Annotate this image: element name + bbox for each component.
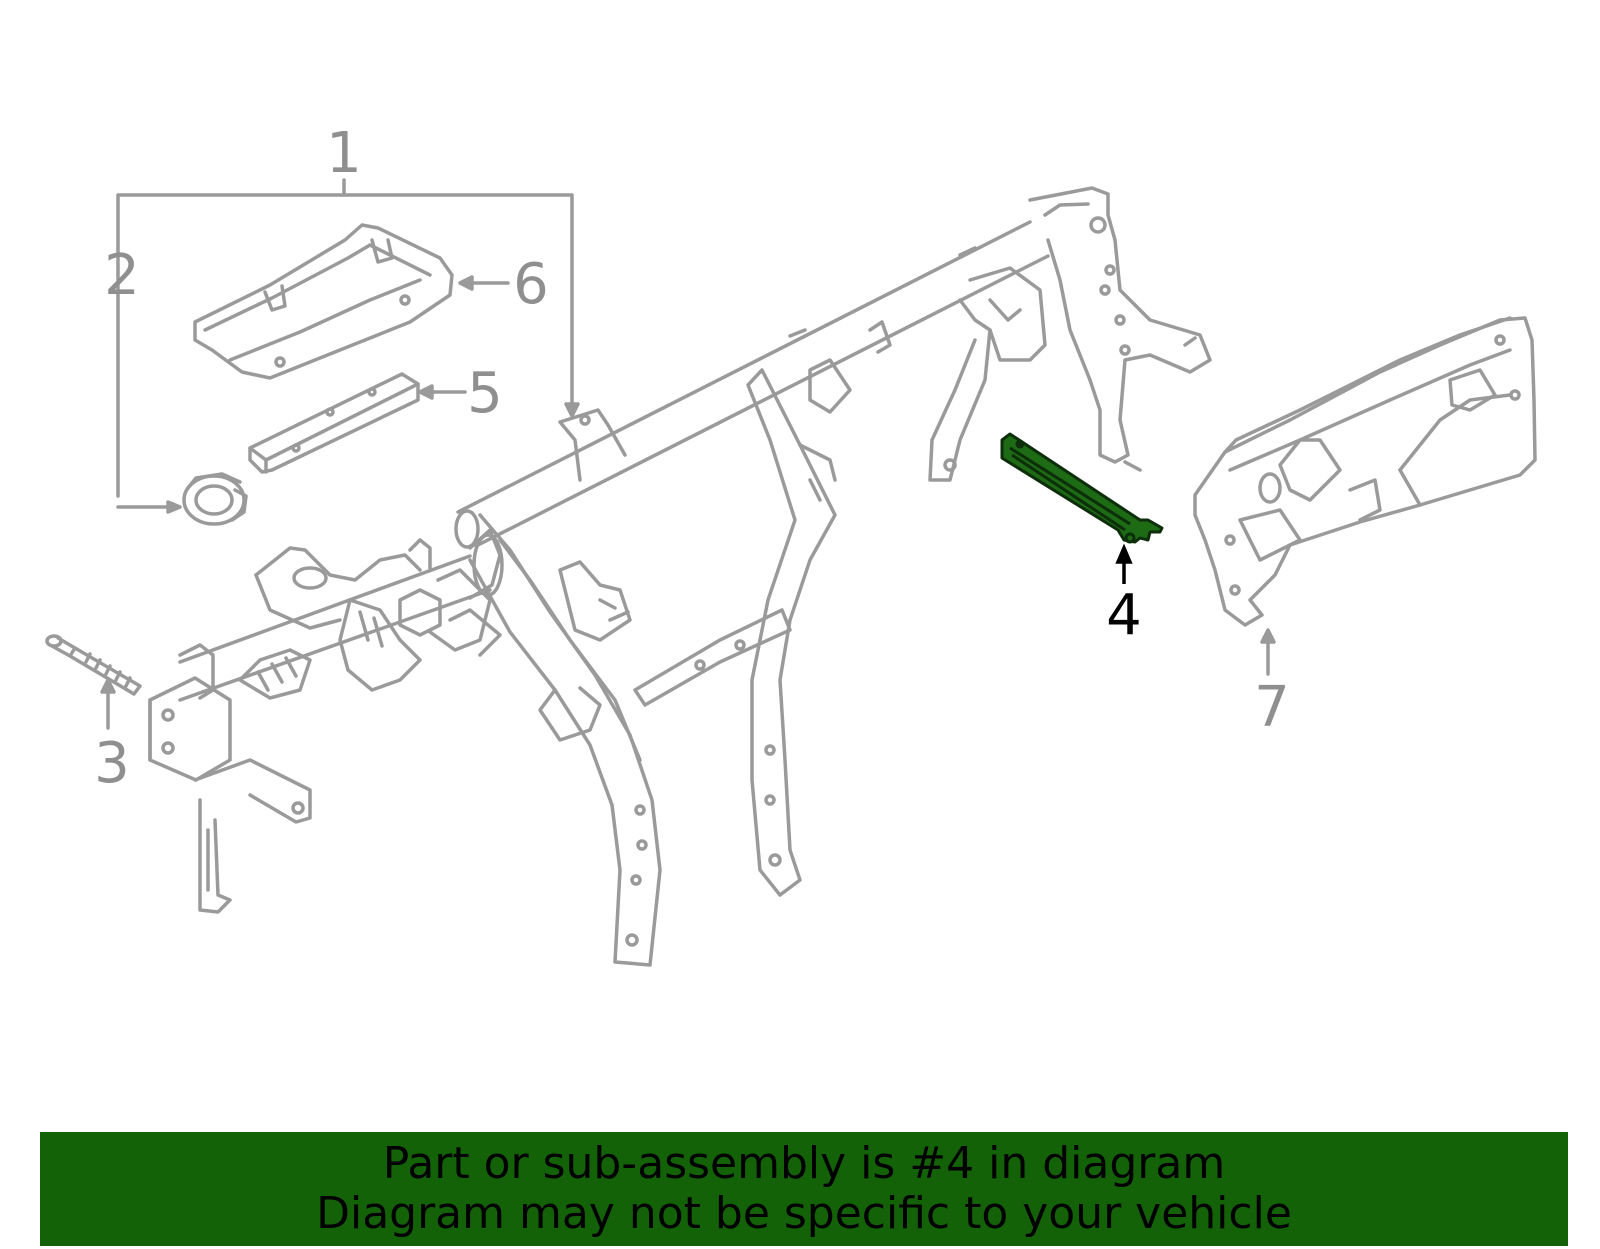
callout-5: 5 (467, 361, 503, 426)
info-banner-background (40, 1132, 1568, 1246)
callout-4[interactable]: 4 (1106, 583, 1142, 648)
callout-6: 6 (513, 252, 549, 317)
part-3-bolt[interactable] (45, 634, 142, 696)
info-banner: Part or sub-assembly is #4 in diagram Di… (40, 1132, 1568, 1246)
callout-3: 3 (94, 731, 130, 796)
center-vertical-braces (468, 320, 892, 967)
right-side-mount (928, 186, 1212, 482)
part-7-instrument-panel[interactable] (1193, 316, 1537, 627)
banner-line-1: Part or sub-assembly is #4 in diagram (382, 1138, 1226, 1189)
callout-arrows (100, 275, 1276, 730)
bracket-part-1 (116, 178, 574, 498)
part-2-grommet[interactable] (182, 472, 248, 526)
banner-line-2: Diagram may not be specific to your vehi… (316, 1188, 1292, 1239)
callout-1: 1 (326, 121, 362, 186)
part-6-tray[interactable] (193, 223, 454, 380)
center-bracket (558, 408, 627, 482)
part-4-highlighted-bracket[interactable] (1000, 432, 1164, 544)
callout-2: 2 (104, 243, 140, 308)
callout-7: 7 (1254, 675, 1290, 740)
left-mount-structure (148, 538, 502, 914)
part-5-reinforcement[interactable] (248, 372, 420, 474)
callout-arrow-4 (1115, 543, 1133, 584)
